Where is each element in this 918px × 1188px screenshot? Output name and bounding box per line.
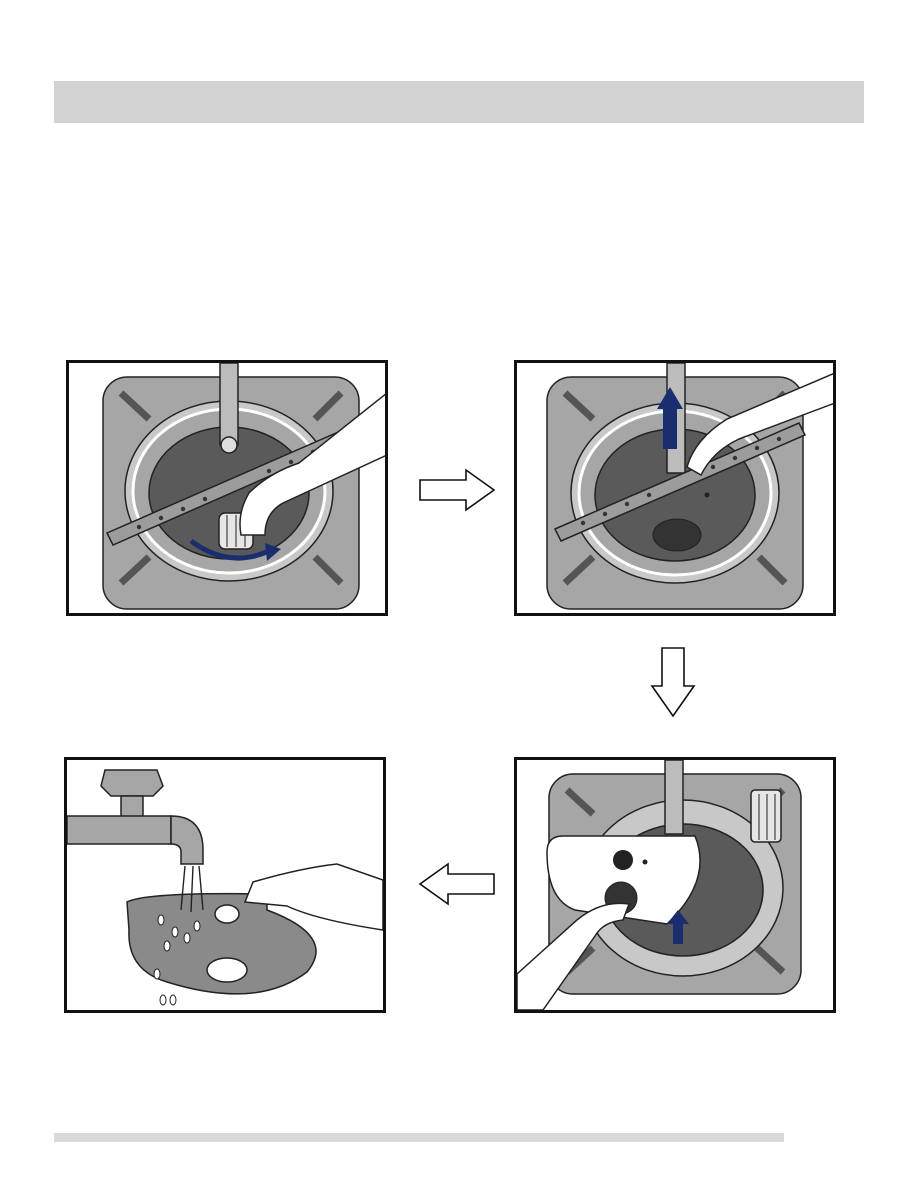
arrow-down-icon xyxy=(650,646,696,718)
arrow-left-icon xyxy=(418,862,496,906)
step-3-illustration xyxy=(514,757,836,1013)
arrow-right-icon xyxy=(418,468,496,512)
step-2-illustration xyxy=(514,360,836,616)
footer-bar xyxy=(54,1133,784,1142)
step-1-illustration xyxy=(66,360,388,616)
header-bar xyxy=(54,81,864,123)
step-4-illustration xyxy=(64,757,386,1013)
